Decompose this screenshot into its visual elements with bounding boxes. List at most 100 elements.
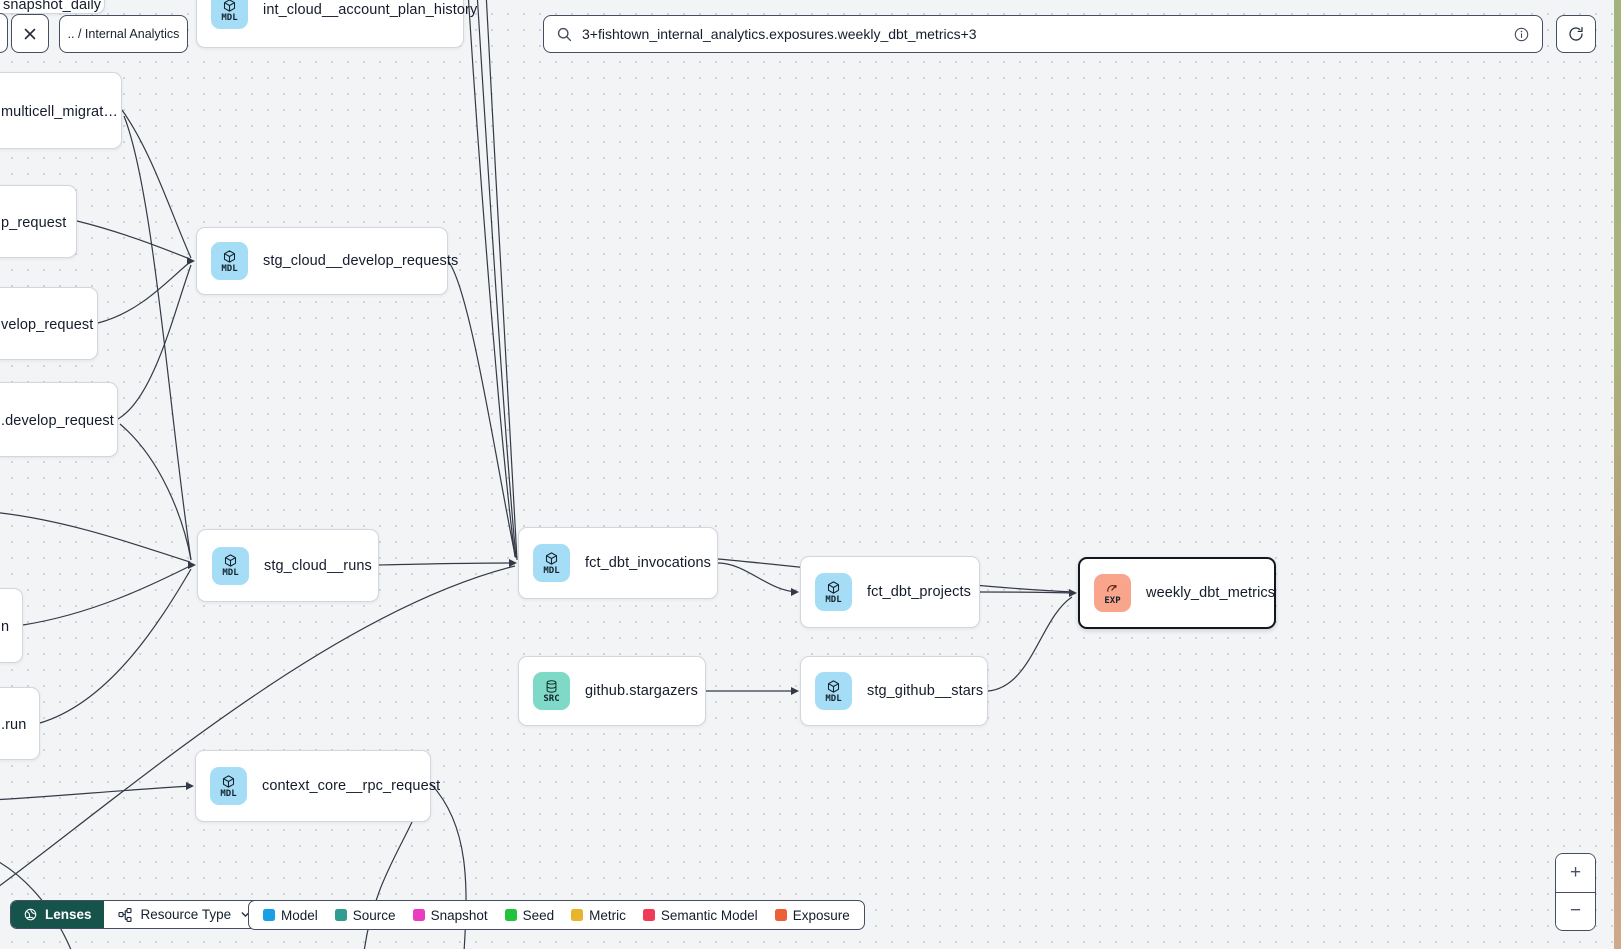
node-label: context_core__rpc_request	[262, 778, 441, 794]
cube-icon	[223, 553, 238, 568]
node-context-core-rpc-request[interactable]: MDL context_core__rpc_request	[195, 750, 440, 822]
graph-icon	[117, 907, 133, 923]
info-icon[interactable]	[1513, 26, 1530, 43]
model-badge: MDL	[815, 672, 852, 710]
edge-arrowhead	[188, 561, 196, 569]
node-run-node[interactable]: .run	[0, 687, 40, 760]
legend-item-semantic-model: Semantic Model	[642, 908, 758, 923]
plus-icon: +	[1569, 861, 1582, 883]
zoom-controls: + −	[1555, 853, 1596, 931]
legend-label: Source	[352, 907, 396, 923]
edge-arrowhead	[509, 559, 517, 567]
model-badge: MDL	[210, 767, 247, 805]
node-label: github.stargazers	[585, 683, 698, 699]
refresh-button[interactable]	[1556, 15, 1596, 53]
desktop-edge-strip	[1614, 0, 1621, 949]
node-label: .run	[1, 717, 27, 733]
node-label: multicell_migrat…	[1, 104, 118, 120]
node-n-node[interactable]: n	[0, 588, 23, 663]
model-badge: MDL	[212, 546, 249, 585]
legend-label: Model	[281, 907, 318, 923]
close-icon	[21, 25, 39, 43]
badge-label: MDL	[543, 565, 560, 576]
refresh-icon	[1567, 25, 1585, 43]
lenses-icon	[23, 907, 38, 922]
cube-icon	[222, 249, 237, 264]
chevron-down-icon	[239, 908, 252, 921]
node-label: int_cloud__account_plan_history	[263, 2, 478, 18]
resource-type-dropdown[interactable]: Resource Type	[103, 901, 266, 928]
node-github-stargazers[interactable]: SRC github.stargazers	[518, 656, 706, 726]
node-snapshot-daily[interactable]: snapshot_daily	[0, 0, 105, 14]
node-label: n	[1, 619, 10, 635]
node-label: weekly_dbt_metrics	[1146, 585, 1276, 601]
lineage-edge	[717, 562, 798, 593]
node-multicell-migrat[interactable]: multicell_migrat…	[0, 72, 122, 149]
source-badge: SRC	[533, 672, 570, 710]
legend-label: Snapshot	[430, 907, 488, 923]
lenses-button[interactable]: Lenses	[11, 901, 104, 928]
zoom-in-button[interactable]: +	[1556, 854, 1595, 893]
node-develop-request[interactable]: .develop_request	[0, 382, 118, 457]
lenses-toolbar: Lenses Resource Type	[10, 900, 267, 929]
lineage-edge	[121, 109, 192, 259]
node-label: .develop_request	[1, 413, 114, 429]
breadcrumb[interactable]: .. / Internal Analytics	[59, 15, 188, 53]
badge-label: MDL	[222, 568, 239, 578]
node-label: stg_cloud__runs	[264, 557, 372, 574]
resource-type-legend: Model Source Snapshot Seed Metric Semantic Mo…	[248, 900, 865, 930]
node-label: stg_cloud__develop_requests	[263, 253, 459, 269]
lineage-edge	[979, 591, 1075, 594]
lineage-edge	[97, 261, 191, 324]
edge-arrowhead	[791, 687, 799, 695]
lineage-edge	[39, 568, 192, 724]
model-badge: MDL	[211, 0, 248, 29]
legend-item-exposure: Exposure	[774, 908, 850, 923]
zoom-out-button[interactable]: −	[1556, 892, 1595, 930]
close-button[interactable]	[11, 14, 49, 53]
node-label: fct_dbt_projects	[867, 584, 971, 600]
node-stg-cloud-runs[interactable]: MDL stg_cloud__runs	[197, 529, 379, 602]
legend-swatch	[412, 909, 425, 921]
model-badge: MDL	[211, 242, 248, 280]
lineage-edge	[119, 423, 192, 561]
node-label: velop_request	[1, 317, 94, 333]
legend-item-source: Source	[334, 907, 396, 923]
cube-icon	[544, 551, 559, 566]
search-input[interactable]	[582, 26, 1504, 42]
legend-label: Seed	[522, 907, 555, 923]
legend-swatch	[571, 909, 584, 921]
node-p-request[interactable]: p_request	[0, 185, 77, 258]
legend-item-metric: Metric	[571, 908, 626, 923]
node-weekly-dbt-metrics[interactable]: EXP weekly_dbt_metrics	[1078, 557, 1276, 629]
exposure-badge: EXP	[1094, 574, 1131, 612]
badge-label: MDL	[825, 693, 842, 704]
lineage-edge	[123, 115, 192, 561]
search-bar[interactable]	[543, 15, 1543, 53]
lineage-edge	[0, 785, 193, 801]
lenses-label: Lenses	[45, 907, 92, 922]
lineage-edge	[22, 565, 191, 626]
node-velop-request[interactable]: velop_request	[0, 287, 98, 360]
gauge-icon	[1105, 581, 1120, 596]
lineage-edge	[76, 220, 191, 260]
legend-swatch	[774, 909, 787, 921]
node-label: p_request	[1, 215, 67, 231]
edge-arrowhead	[186, 782, 194, 790]
node-int-cloud-account-plan-history[interactable]: MDL int_cloud__account_plan_history	[196, 0, 477, 48]
lineage-edge	[117, 264, 192, 420]
legend-swatch	[504, 909, 517, 921]
minus-icon: −	[1569, 900, 1582, 922]
badge-label: MDL	[221, 263, 238, 274]
node-stg-cloud-develop-requests[interactable]: MDL stg_cloud__develop_requests	[196, 227, 458, 295]
badge-label: MDL	[220, 788, 237, 799]
resource-type-label: Resource Type	[140, 907, 232, 922]
edge-arrowhead	[1069, 589, 1077, 597]
cube-icon	[222, 0, 237, 13]
edge-arrowhead	[791, 588, 799, 596]
database-icon	[544, 679, 559, 694]
